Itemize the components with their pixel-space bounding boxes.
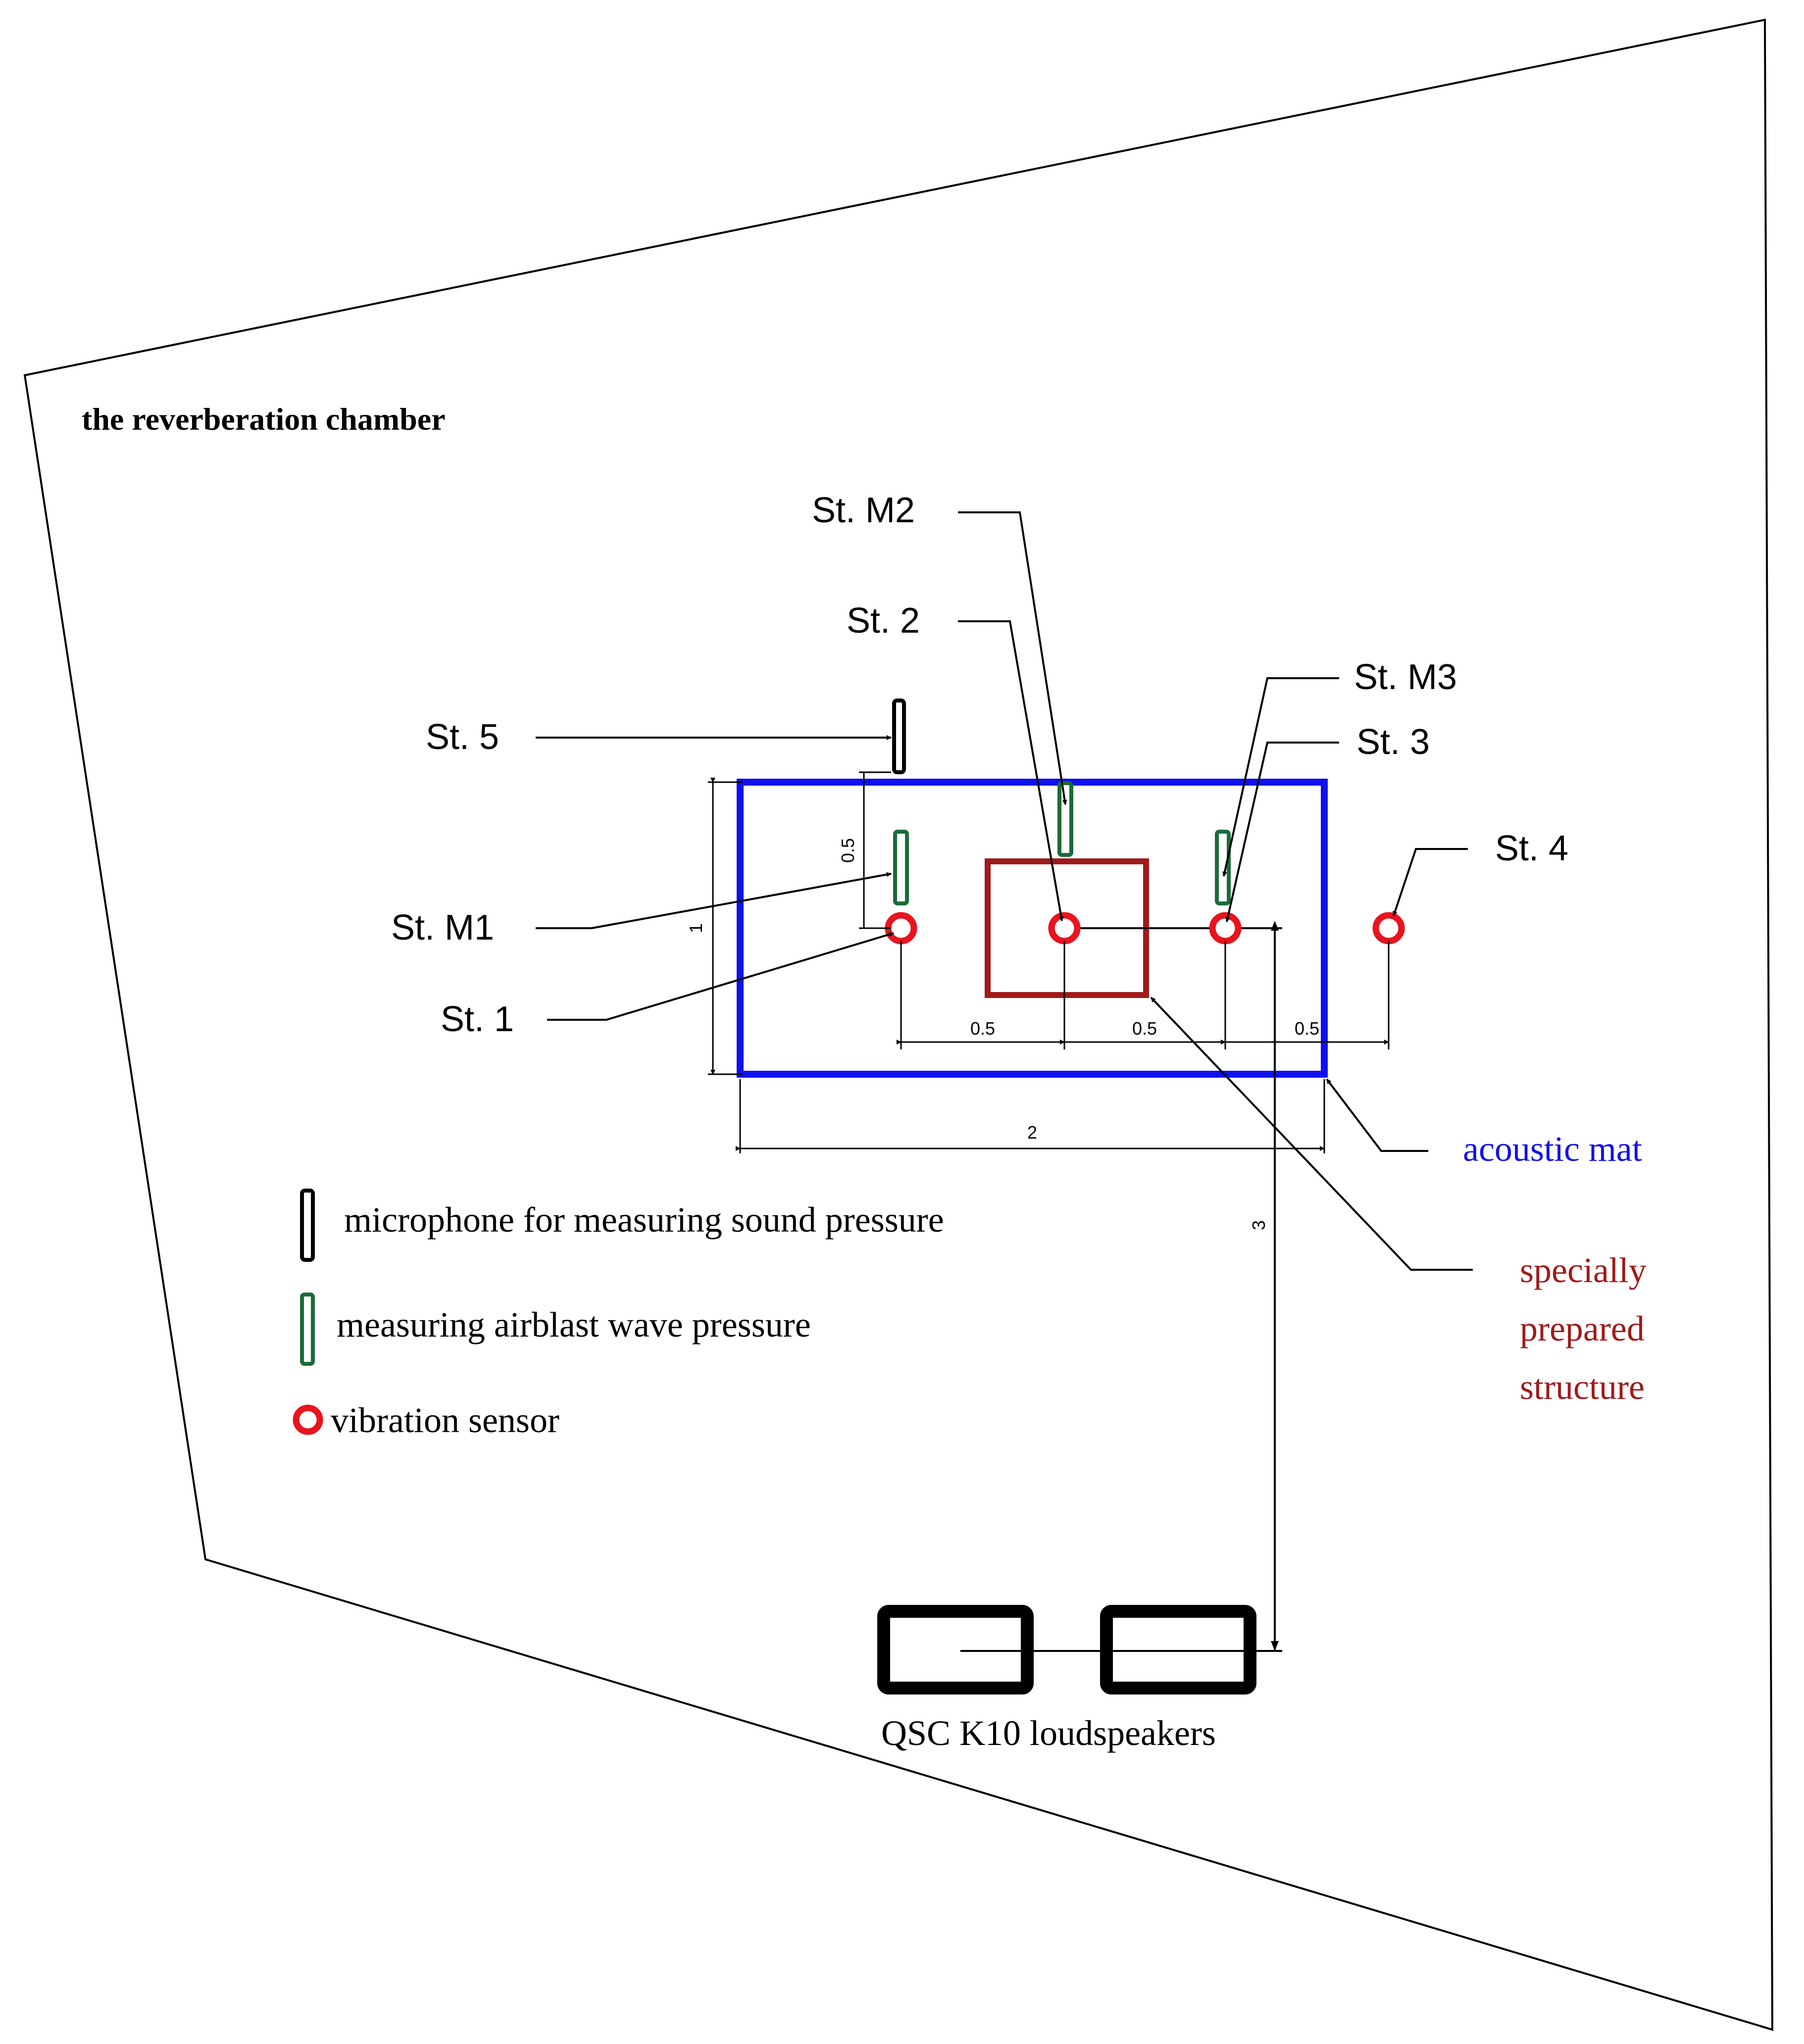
acoustic-mat [737,779,1328,1078]
dimension-arrow-speaker-bottom [1271,1641,1279,1651]
dimension-label-spacing-3: 0.5 [1295,1018,1319,1039]
vibration-sensor-st3 [1209,912,1242,945]
chamber-outline [23,18,1774,2031]
label-st-1: St. 1 [441,999,514,1039]
airblast-sensor-m2 [1057,781,1073,857]
dimension-label-speaker-distance: 3 [1249,1220,1269,1230]
loudspeaker-left [877,1605,1034,1695]
label-structure-line1: specially [1520,1250,1647,1290]
label-st-m3: St. M3 [1354,657,1457,697]
label-st-m2: St. M2 [812,491,915,530]
label-st-5: St. 5 [426,717,499,757]
leader-st-m2 [958,511,1067,805]
leader-st-m3 [1222,677,1339,877]
chamber-title: the reverberation chamber [82,401,446,437]
vibration-sensor-st1 [885,912,917,945]
leader-st-m1 [536,872,892,929]
leader-acoustic-mat [1326,1078,1428,1152]
loudspeaker-right [1100,1605,1256,1695]
leader-st-2 [958,620,1064,921]
legend-label-microphone: microphone for measuring sound pressure [344,1200,944,1240]
microphone-st5 [892,698,906,774]
dimension-label-mat-height: 1 [686,923,706,933]
dimension-label-mic-offset: 0.5 [838,838,858,863]
label-acoustic-mat: acoustic mat [1463,1129,1642,1169]
label-st-4: St. 4 [1495,829,1568,868]
leader-prepared-structure [1150,997,1473,1271]
label-st-3: St. 3 [1356,722,1430,762]
airblast-sensor-m1 [893,830,909,905]
vibration-sensor-st4 [1372,912,1405,945]
dimension-label-spacing-2: 0.5 [1132,1018,1157,1039]
label-st-2: St. 2 [847,601,920,641]
label-structure-line3: structure [1520,1367,1645,1407]
airblast-sensor-icon [300,1293,315,1366]
legend: microphone for measuring sound pressure … [293,1189,944,1440]
label-loudspeakers: QSC K10 loudspeakers [881,1713,1216,1753]
label-st-m1: St. M1 [391,908,494,947]
vibration-sensor-st2 [1048,912,1081,945]
legend-label-airblast: measuring airblast wave pressure [337,1305,811,1345]
leader-st-4 [1393,848,1468,916]
airblast-sensor-m3 [1215,830,1231,905]
leader-st-1 [547,932,894,1021]
leader-st-3 [1225,742,1339,922]
dimension-label-spacing-1: 0.5 [970,1018,995,1039]
vibration-sensor-icon [293,1404,323,1435]
legend-label-vibration: vibration sensor [331,1400,559,1440]
dimension-label-mat-width: 2 [1027,1122,1037,1143]
label-structure-line2: prepared [1520,1309,1645,1348]
dimension-arrow-speaker-top [1271,921,1279,931]
microphone-icon [300,1189,315,1262]
